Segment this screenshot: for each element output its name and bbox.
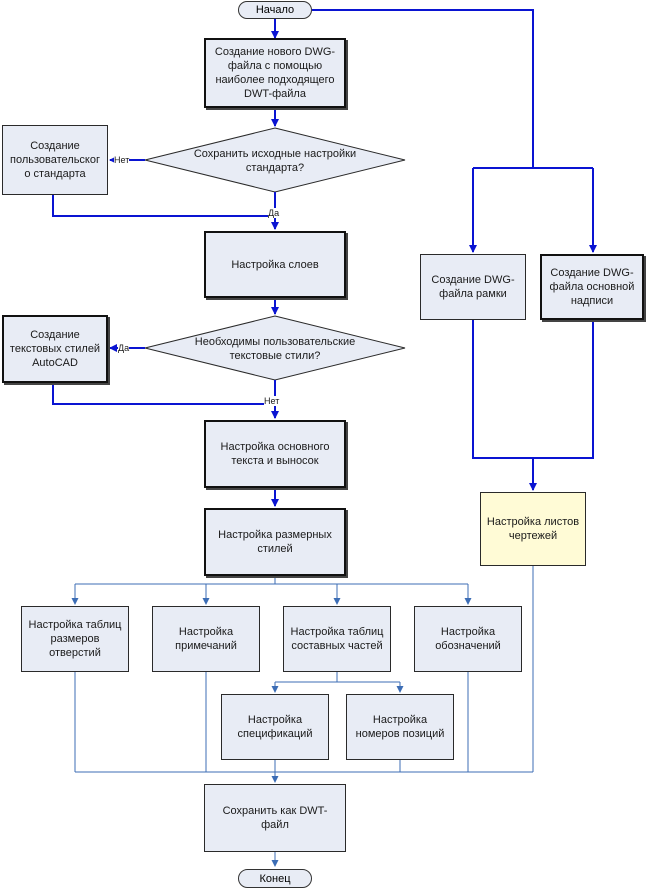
save-settings-decision: Сохранить исходные настройки стандарта? xyxy=(193,148,357,174)
label-no-1: Нет xyxy=(114,155,130,165)
notes-box: Настройка примечаний xyxy=(152,606,260,672)
autocad-text-styles-box: Создание текстовых стилей AutoCAD xyxy=(2,315,108,383)
parts-tables-box: Настройка таблиц составных частей xyxy=(283,606,391,672)
title-block-dwg-box: Создание DWG-файла основной надписи xyxy=(540,254,644,320)
frame-dwg-box: Создание DWG-файла рамки xyxy=(420,254,526,320)
specifications-box: Настройка спецификаций xyxy=(221,694,329,760)
hole-tables-box: Настройка таблиц размеров отверстий xyxy=(21,606,129,672)
create-dwg-box: Создание нового DWG-файла с помощью наиб… xyxy=(204,38,346,108)
save-dwt-box: Сохранить как DWT-файл xyxy=(204,784,346,852)
end-terminal: Конец xyxy=(238,869,312,888)
main-text-box: Настройка основного текста и выносок xyxy=(204,420,346,488)
layers-box: Настройка слоев xyxy=(204,231,346,298)
start-terminal: Начало xyxy=(238,1,312,19)
text-styles-decision: Необходимы пользовательские текстовые ст… xyxy=(194,336,356,362)
label-yes-1: Да xyxy=(268,208,280,218)
sheets-box: Настройка листов чертежей xyxy=(480,492,586,566)
designations-box: Настройка обозначений xyxy=(414,606,522,672)
dim-styles-box: Настройка размерных стилей xyxy=(204,508,346,576)
position-numbers-box: Настройка номеров позиций xyxy=(346,694,454,760)
custom-standard-box: Создание пользовательског о стандарта xyxy=(2,125,108,195)
label-no-2: Нет xyxy=(264,396,280,406)
label-yes-2: Да xyxy=(118,343,130,353)
